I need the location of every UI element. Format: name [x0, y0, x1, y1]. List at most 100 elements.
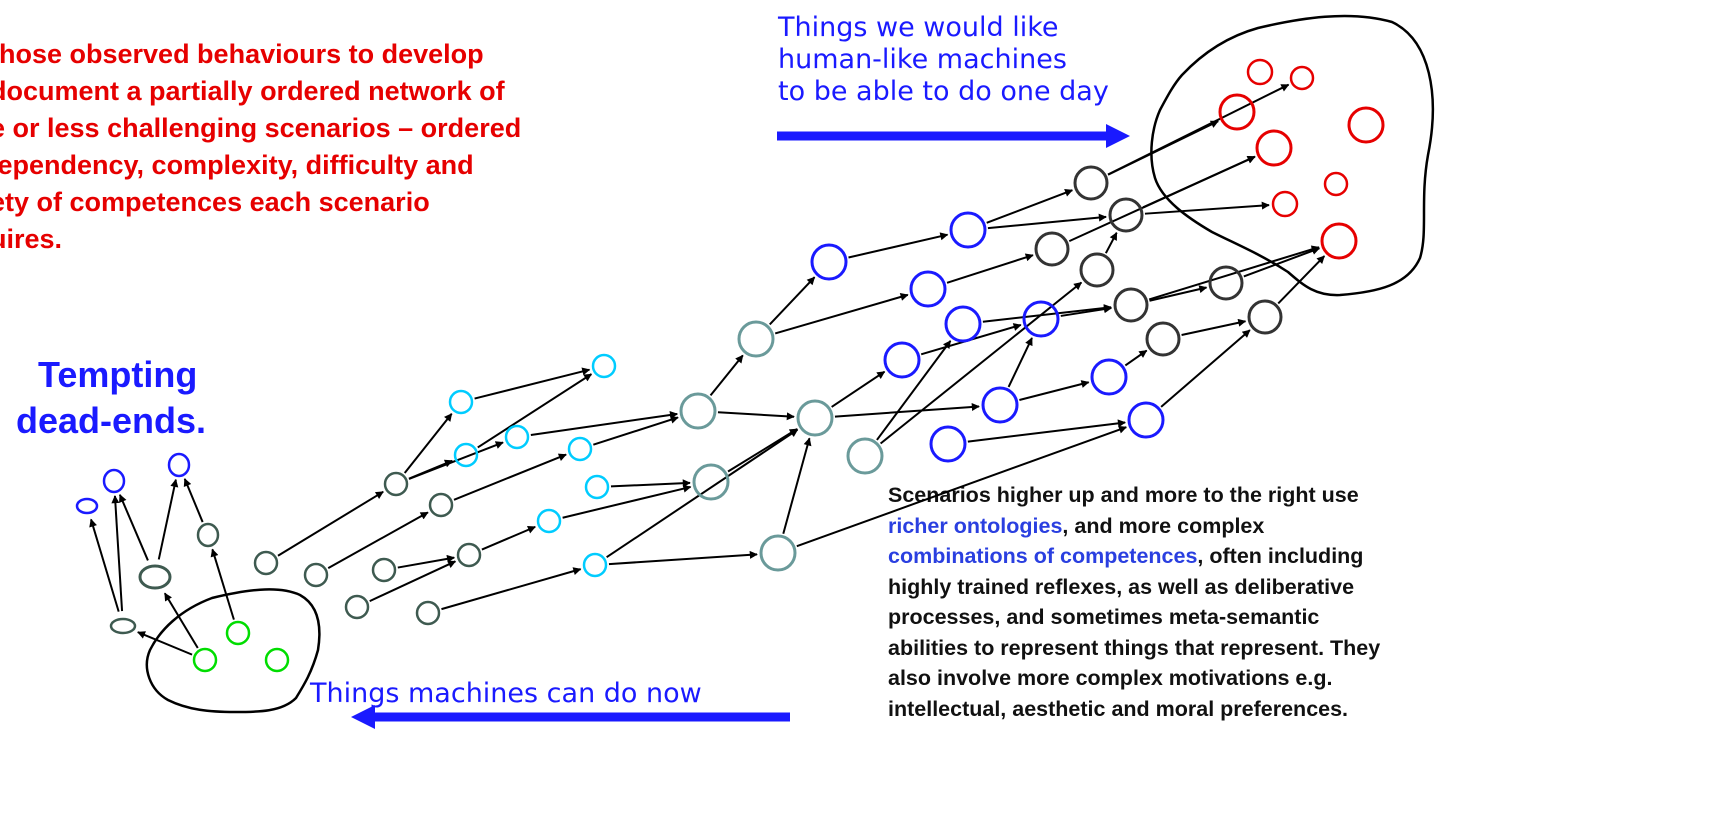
scenario-node — [1208, 265, 1244, 301]
scenario-node — [371, 557, 397, 583]
dependency-edge — [397, 554, 456, 569]
description-line: processes, and sometimes meta-semantic — [888, 605, 1320, 629]
scenario-node — [567, 436, 593, 462]
dependency-edge — [986, 188, 1074, 224]
dependency-edge — [1107, 83, 1290, 176]
dependency-edge — [1104, 231, 1118, 254]
dependency-edge — [327, 511, 429, 570]
description-fragment: , often including — [1197, 544, 1364, 568]
description-line: highly trained reflexes, as well as deli… — [888, 574, 1355, 599]
dependency-edge — [481, 525, 536, 551]
dependency-edge — [982, 304, 1112, 323]
goal-region-blob — [1150, 14, 1434, 297]
dependency-edge — [608, 550, 758, 566]
intro-line: e or less challenging scenarios – ordere… — [0, 113, 522, 143]
goal-label-line: Things we would like — [778, 12, 1059, 43]
description-fragment: , and more complex — [1062, 513, 1265, 538]
scenario-node — [383, 471, 409, 497]
dependency-edge — [89, 518, 120, 612]
dependency-edge — [369, 560, 457, 603]
current-region-blob — [145, 588, 321, 714]
description-line: Scenarios higher up and more to the righ… — [888, 483, 1359, 507]
scenario-node — [448, 389, 474, 415]
scenario-node — [192, 647, 218, 673]
scenario-node — [102, 468, 126, 494]
dependency-edge — [111, 495, 124, 612]
scenario-node — [1289, 65, 1315, 91]
edge-group — [89, 83, 1326, 656]
dependency-edge — [831, 370, 886, 408]
dependency-edge — [879, 281, 1083, 445]
scenario-node — [264, 647, 290, 673]
intro-line: lependency, complexity, difficulty and — [0, 150, 474, 180]
scenario-node — [456, 542, 482, 568]
node-group — [75, 58, 1385, 673]
dependency-edge — [562, 484, 692, 519]
scenario-node — [692, 463, 730, 501]
combinations-link: combinations of competences — [888, 544, 1198, 568]
intro-line: those observed behaviours to develop — [0, 39, 484, 69]
dependency-edge — [834, 402, 980, 418]
description-line: richer ontologies, and more complex — [888, 511, 1380, 542]
scenario-node — [584, 474, 610, 500]
scenario-node — [1073, 165, 1109, 201]
scenario-node — [536, 508, 562, 534]
dependency-edge — [137, 631, 193, 656]
dependency-edge — [796, 425, 1128, 548]
dependency-edge — [593, 415, 679, 446]
scenario-node — [759, 534, 797, 572]
scenario-node — [1127, 401, 1165, 439]
dependency-edge — [769, 276, 816, 326]
scenario-node — [453, 442, 479, 468]
dependency-edge — [474, 367, 591, 400]
dependency-edge — [453, 453, 567, 501]
dead-ends-line: Tempting — [38, 354, 198, 395]
scenario-node — [1113, 287, 1149, 323]
scenario-node — [167, 452, 191, 478]
description-line: also involve more complex motivations e.… — [888, 666, 1333, 690]
scenario-node — [253, 550, 279, 576]
dependency-edge — [1160, 329, 1251, 408]
scenario-node — [1347, 106, 1385, 144]
scenario-node — [1034, 231, 1070, 267]
scenario-node — [737, 320, 775, 358]
scenario-node — [796, 399, 834, 437]
goal-label: Things we would like human-like machines… — [778, 12, 1109, 108]
intro-line: ety of competences each scenario — [0, 187, 430, 217]
dependency-edge — [848, 232, 949, 259]
scenario-node — [303, 562, 329, 588]
intro-line: uires. — [0, 224, 63, 254]
dependency-edge — [1144, 201, 1270, 215]
scenario-node — [1022, 300, 1060, 338]
dependency-edge — [1124, 349, 1148, 367]
description-paragraph: Scenarios higher up and more to the righ… — [888, 480, 1380, 724]
scenario-node — [196, 522, 220, 548]
scenario-node — [1271, 190, 1299, 218]
scenario-node — [591, 353, 617, 379]
dependency-edge — [1277, 255, 1326, 305]
scenario-node — [428, 492, 454, 518]
scenario-node — [944, 305, 982, 343]
dependency-edge — [403, 413, 453, 474]
dependency-edge — [606, 428, 799, 559]
dependency-edge — [157, 478, 179, 560]
dependency-edge — [967, 419, 1126, 443]
scenario-node — [582, 552, 608, 578]
dependency-edge — [946, 253, 1034, 284]
dependency-edge — [1243, 247, 1321, 278]
richer-ontologies-link: richer ontologies — [888, 513, 1063, 538]
dependency-edge — [210, 548, 235, 620]
dependency-edge — [774, 293, 909, 335]
scenario-node — [1255, 129, 1293, 167]
scenario-node — [504, 424, 530, 450]
dependency-edge — [1007, 337, 1033, 388]
scenario-node — [929, 425, 967, 463]
description-line: abilities to represent things that repre… — [888, 635, 1381, 660]
scenario-node — [1247, 299, 1283, 335]
goal-label-line: human-like machines — [778, 44, 1067, 75]
dependency-edge — [1149, 285, 1208, 302]
dependency-edge — [709, 354, 744, 397]
scenario-node — [1108, 197, 1144, 233]
scenario-node — [1218, 93, 1256, 131]
